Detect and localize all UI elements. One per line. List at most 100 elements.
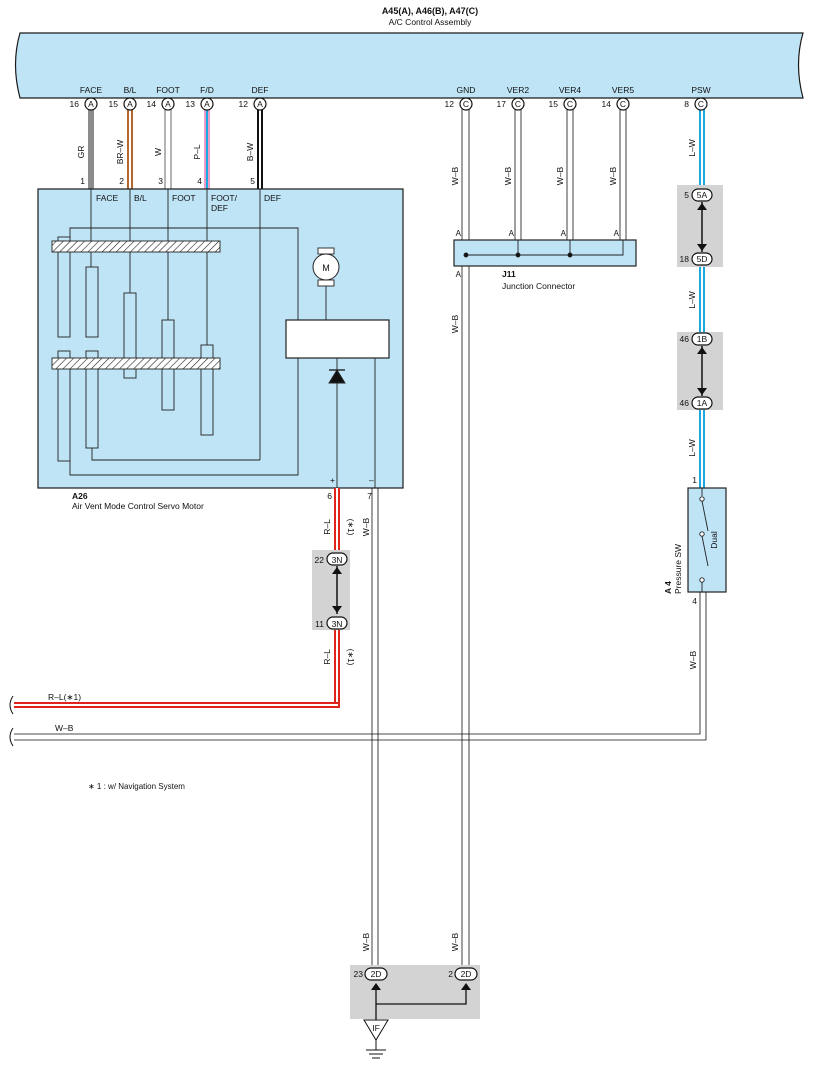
pin-conn-ver4: C bbox=[567, 99, 573, 109]
wire-label-gnd: W–B bbox=[450, 166, 460, 185]
servo-label-footdef-1: FOOT/ bbox=[211, 193, 238, 203]
junction-pin-4: A bbox=[614, 229, 620, 238]
assembly-box bbox=[14, 32, 804, 99]
junction-pins: A A A A A bbox=[456, 229, 620, 279]
conn-5d: 5D bbox=[697, 254, 708, 264]
pin-name-ver4: VER4 bbox=[559, 85, 581, 95]
conn-1a: 1A bbox=[697, 398, 708, 408]
pin-num-def: 12 bbox=[239, 99, 249, 109]
wire-label-ver4: W–B bbox=[555, 166, 565, 185]
conn-5a-num: 5 bbox=[684, 190, 689, 200]
assembly-pin-connectors: 16 A 15 A 14 A 13 A 12 A 12 C bbox=[70, 97, 708, 111]
junction-pin-2: A bbox=[509, 229, 515, 238]
pin-num-face: 16 bbox=[70, 99, 80, 109]
pin-conn-foot: A bbox=[165, 99, 171, 109]
pin-name-gnd: GND bbox=[457, 85, 476, 95]
pin-connector-face: 16 A bbox=[70, 97, 98, 111]
pin-name-face: FACE bbox=[80, 85, 103, 95]
servo-pin-labels: FACE B/L FOOT FOOT/ DEF DEF bbox=[96, 193, 281, 213]
servo-pin-plus: 6 bbox=[327, 491, 332, 501]
pin-connector-fd: 13 A bbox=[186, 97, 214, 111]
connector-block-5 bbox=[677, 185, 723, 267]
pin-conn-bl: A bbox=[127, 99, 133, 109]
servo-label-foot: FOOT bbox=[172, 193, 196, 203]
wire-color-labels: GR BR–W W P–L B–W W–B W–B W–B W–B L–W L–… bbox=[76, 139, 697, 456]
wire-label-bl: BR–W bbox=[115, 140, 125, 165]
pin-name-fd: F/D bbox=[200, 85, 214, 95]
pressure-switch-pin-bot: 4 bbox=[692, 596, 697, 606]
connector-block-3n bbox=[312, 550, 350, 630]
servo-label-face: FACE bbox=[96, 193, 119, 203]
wire-label-gnd-lower: W–B bbox=[450, 932, 460, 951]
pressure-switch-box bbox=[687, 487, 727, 593]
conn-1b: 1B bbox=[697, 334, 708, 344]
pin-connector-def: 12 A bbox=[239, 97, 267, 111]
wire-ver5 bbox=[619, 109, 627, 240]
junction-name: Junction Connector bbox=[502, 281, 575, 291]
ground-label: IF bbox=[372, 1023, 380, 1033]
pressure-switch-pin-top: 1 bbox=[692, 475, 697, 485]
pin-name-ver2: VER2 bbox=[507, 85, 529, 95]
pin-name-foot: FOOT bbox=[156, 85, 180, 95]
wire-label-left-wb: W–B bbox=[55, 723, 74, 733]
servo-pin-numbers: 1 2 3 4 5 bbox=[80, 176, 255, 186]
pressure-switch-name: Pressure SW bbox=[673, 544, 683, 594]
conn-2d-left: 2D bbox=[371, 969, 382, 979]
pin-conn-ver5: C bbox=[620, 99, 626, 109]
pin-conn-ver2: C bbox=[515, 99, 521, 109]
pin-name-psw: PSW bbox=[691, 85, 710, 95]
conn-3n-bot-num: 11 bbox=[315, 619, 324, 629]
pin-num-ver4: 15 bbox=[549, 99, 559, 109]
junction-code: J11 bbox=[502, 269, 516, 279]
conn-3n-top: 3N bbox=[332, 555, 343, 565]
wire-label-left-rl: R–L(∗1) bbox=[48, 692, 81, 702]
pin-connector-ver2: 17 C bbox=[497, 97, 525, 111]
pin-num-ver2: 17 bbox=[497, 99, 507, 109]
conn-5d-num: 18 bbox=[680, 254, 690, 264]
motor-icon bbox=[312, 247, 340, 320]
servo-pin-3: 3 bbox=[158, 176, 163, 186]
junction-pin-1: A bbox=[456, 229, 462, 238]
conn-1a-num: 46 bbox=[680, 398, 690, 408]
wire-servo-minus bbox=[371, 488, 379, 970]
wire-fd bbox=[204, 109, 210, 189]
wire-face bbox=[88, 109, 94, 189]
pin-num-gnd: 12 bbox=[445, 99, 455, 109]
wire-servo-plus bbox=[14, 488, 340, 708]
wire-label-fd: P–L bbox=[192, 144, 202, 159]
wire-def bbox=[257, 109, 263, 189]
servo-pin-2: 2 bbox=[119, 176, 124, 186]
wire-label-servo-minus: W–B bbox=[361, 517, 371, 536]
junction-connector bbox=[453, 239, 637, 267]
connector-block-1 bbox=[677, 332, 723, 410]
wire-label-servo-plus: R–L bbox=[322, 519, 332, 535]
junction-pin-3: A bbox=[561, 229, 567, 238]
wire-psw bbox=[699, 109, 705, 488]
pin-num-bl: 15 bbox=[109, 99, 119, 109]
footnote: ∗ 1 : w/ Navigation System bbox=[88, 782, 185, 791]
pin-conn-fd: A bbox=[204, 99, 210, 109]
wire-label-sw-out: W–B bbox=[688, 650, 698, 669]
servo-pin-1: 1 bbox=[80, 176, 85, 186]
wire-label-servo-plus-note: (∗1) bbox=[346, 519, 355, 536]
conn-5a: 5A bbox=[697, 190, 708, 200]
contact-plate-upper bbox=[51, 240, 221, 253]
wire-label-face: GR bbox=[76, 146, 86, 159]
pin-num-fd: 13 bbox=[186, 99, 196, 109]
conn-2d-right-num: 2 bbox=[448, 969, 453, 979]
servo-label-bl: B/L bbox=[134, 193, 147, 203]
pin-conn-face: A bbox=[88, 99, 94, 109]
servo-label-def: DEF bbox=[264, 193, 281, 203]
motor-controller bbox=[285, 319, 390, 359]
pressure-switch-inner: Dual bbox=[709, 531, 719, 549]
pin-num-foot: 14 bbox=[147, 99, 157, 109]
assembly-title: A45(A), A46(B), A47(C) bbox=[382, 6, 478, 16]
assembly-pin-names: FACE B/L FOOT F/D DEF GND VER2 VER4 VER5… bbox=[80, 85, 711, 95]
ground-icon bbox=[363, 1019, 389, 1059]
pin-connector-ver4: 15 C bbox=[549, 97, 577, 111]
wire-gnd bbox=[461, 109, 470, 970]
pin-name-ver5: VER5 bbox=[612, 85, 634, 95]
pin-connector-gnd: 12 C bbox=[445, 97, 473, 111]
wire-label-ver5: W–B bbox=[608, 166, 618, 185]
pin-num-psw: 8 bbox=[684, 99, 689, 109]
